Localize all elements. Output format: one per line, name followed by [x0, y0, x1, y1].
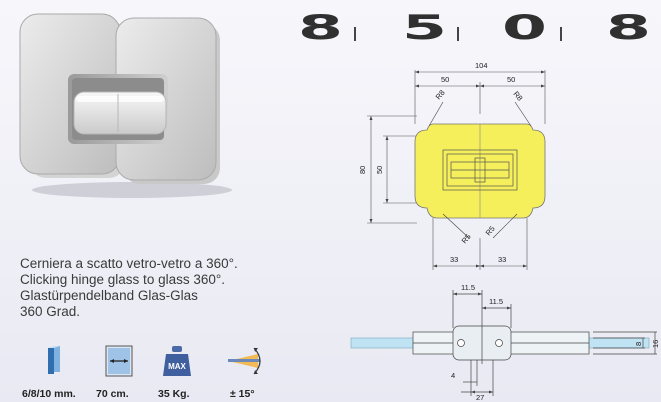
code-separator [560, 27, 562, 41]
hinge-product-image [19, 13, 232, 198]
weight-icon-label: MAX [168, 362, 186, 371]
dim-radius-top-right: R8 [511, 90, 524, 103]
description-line-it: Cerniera a scatto vetro-vetro a 360°. [20, 256, 238, 271]
code-digit-2: 5 [402, 8, 447, 48]
code-digit-4: 8 [606, 8, 651, 48]
dim-side-total: 16 [651, 340, 660, 348]
dim-height-outer: 80 [358, 166, 367, 174]
dim-side-gap: 4 [451, 371, 455, 380]
dim-side-thickness: 8 [634, 342, 643, 346]
product-description: Cerniera a scatto vetro-vetro a 360°. Cl… [20, 256, 280, 320]
dim-side-a: 11.5 [461, 283, 475, 292]
spec-max-weight: 35 Kg. [158, 388, 190, 400]
code-separator [457, 27, 459, 41]
code-separator [354, 27, 356, 41]
dim-radius-bottom-right: R5 [484, 224, 497, 237]
dim-half-left: 50 [441, 75, 449, 84]
swing-angle-icon [228, 347, 261, 375]
spec-swing-angle: ± 15° [230, 388, 255, 400]
dim-side-base: 27 [476, 393, 484, 402]
dim-half-right: 50 [507, 75, 515, 84]
front-view-drawing: 104 50 50 R8 R8 R5 R5 80 50 33 33 [358, 61, 546, 270]
dim-radius-bottom-left: R5 [460, 232, 473, 245]
product-code: 8 5 0 8 [292, 8, 657, 48]
dim-total-width: 104 [475, 61, 488, 70]
code-digit-3: 0 [502, 8, 547, 48]
dim-height-inner: 50 [375, 166, 384, 174]
weight-icon: MAX [163, 346, 191, 376]
description-line-en: Clicking hinge glass to glass 360°. [20, 272, 226, 287]
code-digit-1: 8 [298, 8, 343, 48]
dim-bottom-right: 33 [498, 255, 506, 264]
spec-door-width: 70 cm. [96, 388, 129, 400]
dim-radius-top-left: R8 [434, 88, 447, 101]
side-view-drawing: 11.5 11.5 8 16 4 27 [350, 283, 660, 402]
glass-thickness-icon [48, 346, 60, 374]
spec-glass-thickness: 6/8/10 mm. [22, 388, 76, 400]
description-line-de-2: 360 Grad. [20, 304, 81, 319]
dim-side-b: 11.5 [489, 297, 503, 306]
door-width-icon [105, 345, 133, 377]
dim-bottom-left: 33 [450, 255, 458, 264]
description-line-de: Glastürpendelband Glas-Glas [20, 288, 198, 303]
